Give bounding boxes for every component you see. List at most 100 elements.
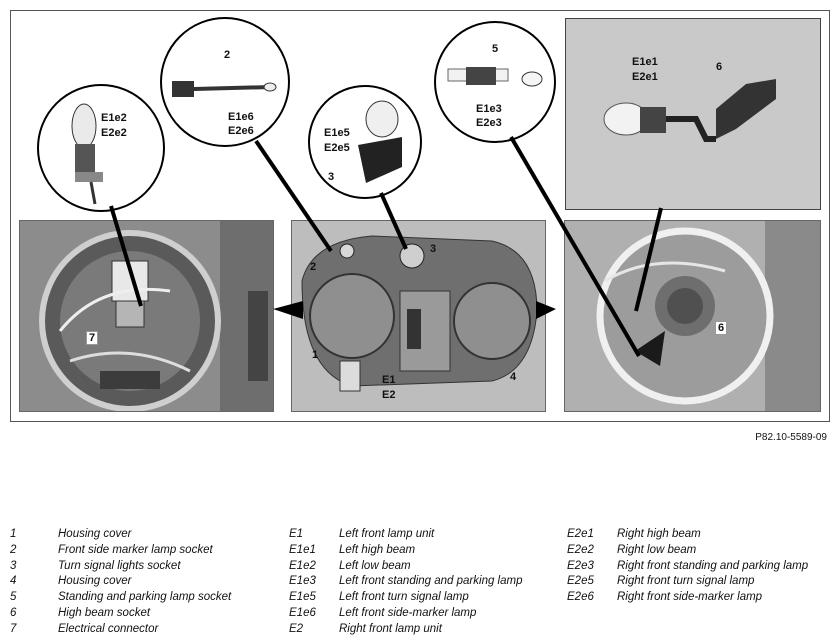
legend-description: Right front lamp unit [339,622,442,635]
legend-key: 3 [10,559,17,572]
photo-headlamp-rear: 2 3 1 4 E1 E2 [291,220,546,412]
legend-description: Right high beam [617,528,701,540]
legend-row: 7 Electrical connector [10,623,231,639]
legend-description: Housing cover [58,575,132,588]
legend-row: 1 Housing cover [10,528,231,544]
label-1: 1 [312,349,319,361]
legend-key: E2e2 [567,543,594,556]
legend-key: E2e6 [567,591,594,604]
legend-description: Left low beam [339,559,411,572]
label-e2e2: E2e2 [101,127,127,139]
label-e1e3: E1e3 [476,103,502,115]
turn-signal-bulb-icon [358,100,402,183]
parking-lamp-bulb-icon [447,67,543,87]
high-beam-housing-illustration [565,221,820,411]
label-3: 3 [430,243,437,255]
label-5-bubble: 5 [492,43,499,55]
legend-description: Right front side-marker lamp [617,591,763,604]
legend-key: E2 [289,622,304,635]
figure-reference: P82.10-5589-09 [755,432,827,443]
bubble-low-beam-bulb: E1e2 E2e2 [37,84,165,212]
high-beam-bulb-inset: E1e1 E2e1 6 [565,18,821,210]
legend-description: Right front standing and parking lamp [617,559,809,572]
photo-low-beam-access: 7 [19,220,274,412]
legend-description: Front side marker lamp socket [58,543,213,556]
label-e2e3: E2e3 [476,117,502,129]
legend-key: E2e3 [567,559,594,572]
legend-row: E1e5 Left front turn signal lamp [289,591,522,607]
label-4: 4 [510,371,517,383]
pointer-right-panel [536,301,556,319]
legend-description: Housing cover [58,528,132,540]
legend-row: E2e2 Right low beam [567,544,808,560]
label-7: 7 [86,331,99,345]
legend-row: E1e6 Left front side-marker lamp [289,607,522,623]
legend-key: 7 [10,622,17,635]
legend-description: Left front turn signal lamp [339,591,469,604]
label-e1e6: E1e6 [228,111,254,123]
label-e1e2: E1e2 [101,112,127,124]
bubble-turn-signal-lamp: E1e5 E2e5 3 [308,85,422,199]
pointer-left-panel [273,301,303,319]
bubble-parking-lamp: 5 E1e3 E2e3 [434,21,556,143]
legend-row: E2e5 Right front turn signal lamp [567,575,808,591]
label-e2e6: E2e6 [228,125,254,137]
legend-row: E2e3 Right front standing and parking lam… [567,560,808,576]
high-beam-bulb-illustration [566,19,820,209]
headlamp-diagram: 7 2 3 1 4 E1 E2 6 [10,10,830,422]
legend-key: E1 [289,528,304,540]
label-6-photo: 6 [715,321,728,335]
label-e2e5: E2e5 [324,142,350,154]
label-2: 2 [310,261,317,273]
legend-row: E2 Right front lamp unit [289,623,522,639]
label-e1e5: E1e5 [324,127,350,139]
legend-key: E1e6 [289,606,316,619]
legend-row: 2 Front side marker lamp socket [10,544,231,560]
legend-row: E1e3 Left front standing and parking lamp [289,575,522,591]
bubble-side-marker-lamp: 2 E1e6 E2e6 [160,17,290,147]
legend-key: E2e1 [567,528,594,540]
legend-description: Right low beam [617,543,697,556]
low-beam-bulb-icon [71,103,103,205]
legend-key: E2e5 [567,575,594,588]
legend-description: Right front turn signal lamp [617,575,755,588]
label-3-bubble: 3 [328,171,335,183]
legend-description: Left high beam [339,543,416,556]
legend-row: E2e1 Right high beam [567,528,808,544]
legend-row: 3 Turn signal lights socket [10,560,231,576]
legend-key: 4 [10,575,17,588]
leader-lines [109,135,663,358]
legend-description: Standing and parking lamp socket [58,591,232,604]
headlamp-rear-illustration [292,221,545,411]
label-e1: E1 [382,374,396,386]
legend-row: E1e1 Left high beam [289,544,522,560]
legend-key: E1e5 [289,591,316,604]
legend-description: Left front standing and parking lamp [339,575,523,588]
legend-key: 5 [10,591,17,604]
legend-row: E1 Left front lamp unit [289,528,522,544]
legend-row: E1e2 Left low beam [289,560,522,576]
legend-key: E1e2 [289,559,316,572]
legend-key: E1e3 [289,575,316,588]
label-2-bubble: 2 [224,49,231,61]
low-beam-housing-illustration [20,221,273,411]
legend-description: Left front lamp unit [339,528,435,540]
legend-key: 1 [10,528,17,540]
side-marker-bulb-icon [172,81,277,97]
legend-key: E1e1 [289,543,316,556]
label-6-inset: 6 [716,61,723,73]
legend-description: Turn signal lights socket [58,559,181,572]
label-e1e1: E1e1 [632,56,658,68]
legend-key: 2 [10,543,17,556]
legend-description: Electrical connector [58,622,159,635]
legend-row: 4 Housing cover [10,575,231,591]
legend-key: 6 [10,606,17,619]
legend-row: 5 Standing and parking lamp socket [10,591,231,607]
legend-description: Left front side-marker lamp [339,606,477,619]
photo-high-beam-access: 6 [564,220,821,412]
legend-row: E2e6 Right front side-marker lamp [567,591,808,607]
